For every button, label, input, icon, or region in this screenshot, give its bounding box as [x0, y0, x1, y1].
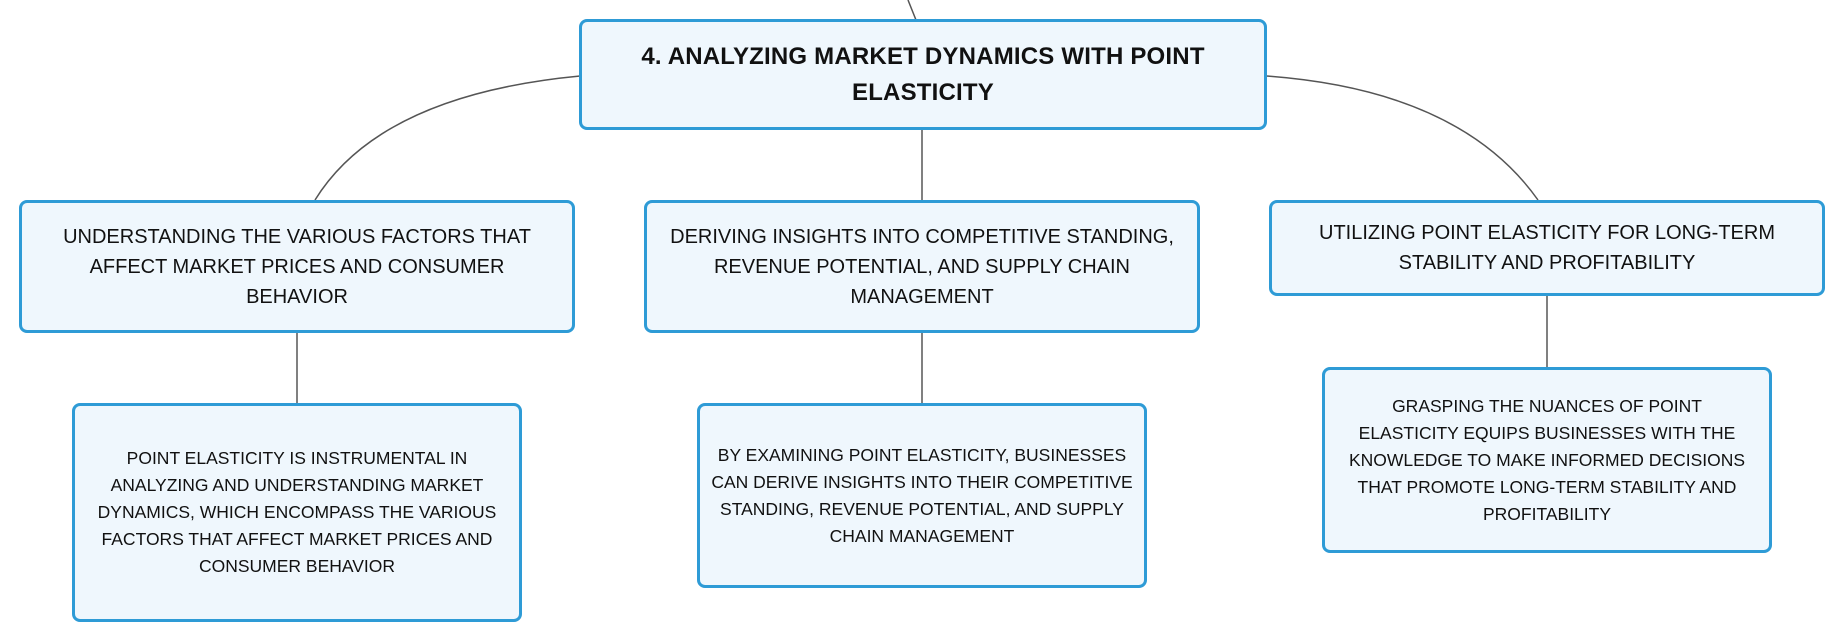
- leaf-3-text: GRASPING THE NUANCES OF POINT ELASTICITY…: [1348, 395, 1746, 524]
- connector-root-to-branch-3: [1265, 75, 1539, 201]
- branch-node-1[interactable]: UNDERSTANDING THE VARIOUS FACTORS THAT A…: [19, 200, 575, 333]
- branch-3-label: UTILIZING POINT ELASTICITY FOR LONG-TERM…: [1319, 222, 1775, 274]
- branch-node-3[interactable]: UTILIZING POINT ELASTICITY FOR LONG-TERM…: [1269, 200, 1825, 296]
- leaf-node-3[interactable]: GRASPING THE NUANCES OF POINT ELASTICITY…: [1322, 367, 1772, 553]
- leaf-1-text: POINT ELASTICITY IS INSTRUMENTAL IN ANAL…: [97, 448, 497, 576]
- root-topic-node[interactable]: 4. ANALYZING MARKET DYNAMICS WITH POINT …: [579, 19, 1267, 130]
- branch-node-2[interactable]: DERIVING INSIGHTS INTO COMPETITIVE STAND…: [644, 200, 1200, 333]
- branch-1-label: UNDERSTANDING THE VARIOUS FACTORS THAT A…: [63, 225, 531, 308]
- connector-root-to-branch-1: [314, 75, 581, 201]
- connector-parent-to-root: [907, 0, 917, 21]
- root-topic-title: 4. ANALYZING MARKET DYNAMICS WITH POINT …: [641, 42, 1205, 106]
- leaf-node-1[interactable]: POINT ELASTICITY IS INSTRUMENTAL IN ANAL…: [72, 403, 522, 622]
- branch-2-label: DERIVING INSIGHTS INTO COMPETITIVE STAND…: [670, 225, 1174, 308]
- leaf-2-text: BY EXAMINING POINT ELASTICITY, BUSINESSE…: [711, 444, 1133, 546]
- leaf-node-2[interactable]: BY EXAMINING POINT ELASTICITY, BUSINESSE…: [697, 403, 1147, 588]
